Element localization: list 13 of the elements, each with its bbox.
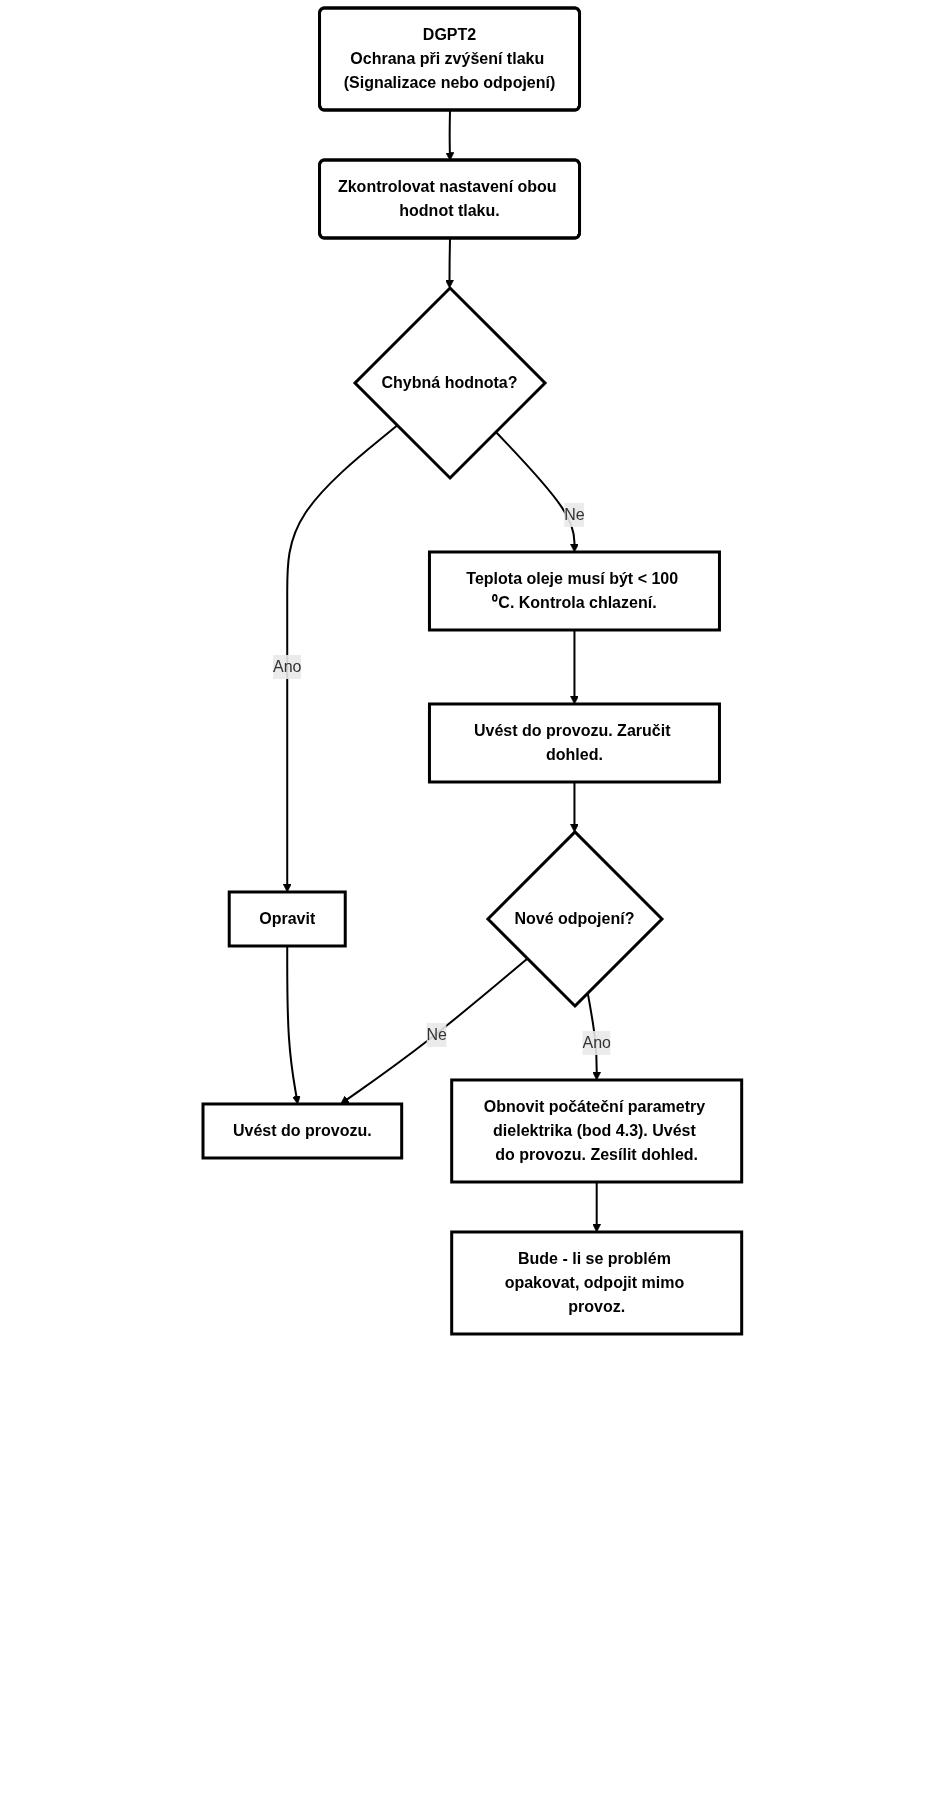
node-box: Bude - li se problém opakovat, odpojit mimo provoz.: [449, 1230, 743, 1336]
edge-label: Ne: [563, 505, 585, 523]
node-box: Opravit: [227, 890, 347, 948]
node-diamond: Chybná hodnota?: [352, 285, 547, 481]
edge-label: Ano: [582, 1033, 611, 1051]
edge-label: Ano: [272, 657, 302, 675]
node-diamond: Nové odpojení?: [485, 829, 664, 1009]
arrow: [569, 781, 579, 833]
node-box: Teplota oleje musí být < 100 ⁰C. Kontrola chlazení.: [427, 550, 721, 632]
node-box: Uvést do provozu. Zaručit dohled.: [427, 702, 721, 784]
edge-label: Ne: [426, 1026, 447, 1043]
node-box: Uvést do provozu.: [201, 1102, 403, 1160]
node-box: Obnovit počáteční parametry dielektrika (bod 4.3). Uvést do provozu. Zesílit dohled.: [449, 1078, 743, 1184]
